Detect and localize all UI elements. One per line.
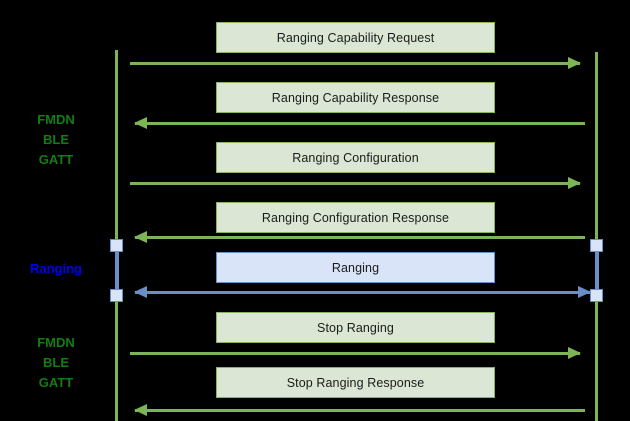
activation-bar-right [594, 245, 599, 295]
phase-label-line: BLE [43, 355, 69, 370]
message-arrow-stop-ranging [130, 347, 581, 359]
arrow-shaft [135, 236, 585, 239]
lifeline-left [115, 50, 118, 421]
message-box-ranging-capability-response: Ranging Capability Response [216, 82, 495, 113]
message-box-stop-ranging-response: Stop Ranging Response [216, 367, 495, 398]
message-arrow-ranging-configuration-response [134, 231, 585, 243]
phase-label-line: FMDN [37, 335, 75, 350]
arrow-shaft [130, 62, 580, 65]
message-box-ranging: Ranging [216, 252, 495, 283]
arrow-shaft [135, 409, 585, 412]
message-arrow-stop-ranging-response [134, 404, 585, 416]
phase-label-line: BLE [43, 132, 69, 147]
message-label: Ranging [331, 260, 380, 275]
phase-label-line: GATT [38, 375, 74, 390]
message-box-ranging-configuration-response: Ranging Configuration Response [216, 202, 495, 233]
phase-label-line: GATT [38, 152, 74, 167]
message-label: Ranging Configuration [292, 150, 419, 165]
arrow-shaft [130, 352, 580, 355]
arrow-head-right-icon [568, 57, 581, 69]
arrow-head-right-icon [578, 286, 591, 298]
lifeline-right [595, 52, 598, 421]
phase-label-line: Ranging [30, 261, 82, 276]
arrow-shaft [130, 182, 580, 185]
message-label: Stop Ranging Response [286, 375, 425, 390]
arrow-head-right-icon [568, 347, 581, 359]
message-arrow-ranging-right [135, 286, 591, 298]
message-box-ranging-capability-request: Ranging Capability Request [216, 22, 495, 53]
phase-label-line: FMDN [37, 112, 75, 127]
message-box-stop-ranging: Stop Ranging [216, 312, 495, 343]
message-label: Ranging Capability Response [271, 90, 440, 105]
phase-label-fmdn-ble-gatt-bottom: FMDN BLE GATT [8, 333, 104, 393]
message-label: Ranging Configuration Response [261, 210, 450, 225]
message-label: Ranging Capability Request [276, 30, 435, 45]
activation-node-left-bottom [110, 289, 123, 302]
activation-node-right-top [590, 239, 603, 252]
message-arrow-ranging-capability-request [130, 57, 581, 69]
arrow-head-left-icon [134, 117, 147, 129]
arrow-shaft [135, 122, 585, 125]
arrow-head-left-icon [134, 231, 147, 243]
phase-label-fmdn-ble-gatt-top: FMDN BLE GATT [8, 110, 104, 170]
message-arrow-ranging-capability-response [134, 117, 585, 129]
message-box-ranging-configuration: Ranging Configuration [216, 142, 495, 173]
arrow-head-left-icon [134, 404, 147, 416]
activation-bar-left [114, 245, 119, 295]
message-label: Stop Ranging [317, 320, 394, 335]
phase-label-ranging: Ranging [8, 259, 104, 279]
activation-node-left-top [110, 239, 123, 252]
arrow-head-right-icon [568, 177, 581, 189]
message-arrow-ranging-configuration [130, 177, 581, 189]
activation-node-right-bottom [590, 289, 603, 302]
arrow-shaft [135, 291, 590, 294]
